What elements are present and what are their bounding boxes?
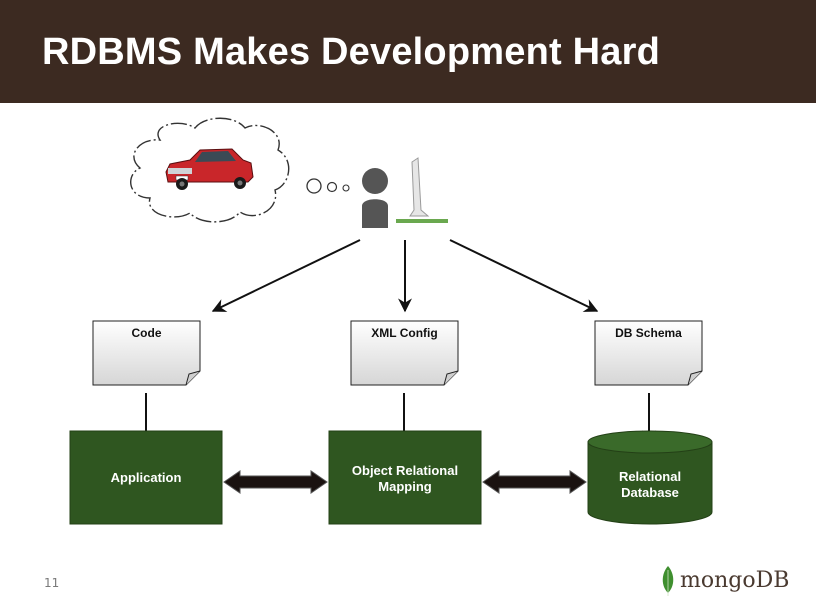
logo-text: mongoDB	[680, 567, 790, 593]
arrow-to-db-schema	[449, 239, 599, 312]
orm-line1: Object Relational	[351, 463, 459, 478]
code-label: Code	[131, 326, 162, 340]
car-icon	[165, 148, 254, 190]
application-box	[69, 430, 223, 525]
slide-title: RDBMS Makes Development Hard	[42, 31, 660, 73]
code-document	[92, 320, 201, 386]
monitor-icon	[396, 157, 448, 223]
db-line1: Relational	[618, 469, 682, 484]
person-icon	[362, 168, 388, 228]
db-schema-label: DB Schema	[615, 326, 682, 340]
application-label: Application	[70, 431, 222, 524]
orm-box	[328, 430, 482, 525]
database-cylinder	[587, 430, 713, 525]
arrow-to-code	[211, 239, 361, 312]
double-arrow-orm-database	[482, 470, 587, 494]
orm-line2: Mapping	[378, 479, 432, 494]
title-bar: RDBMS Makes Development Hard	[0, 0, 816, 103]
db-schema-document	[594, 320, 703, 386]
application-text: Application	[110, 469, 182, 485]
double-arrow-application-orm	[223, 470, 328, 494]
slide-number: 11	[44, 576, 60, 590]
db-line2: Database	[621, 485, 679, 500]
xml-config-document	[350, 320, 459, 386]
mongodb-logo: mongoDB	[676, 563, 789, 597]
xml-config-label: XML Config	[371, 326, 438, 340]
